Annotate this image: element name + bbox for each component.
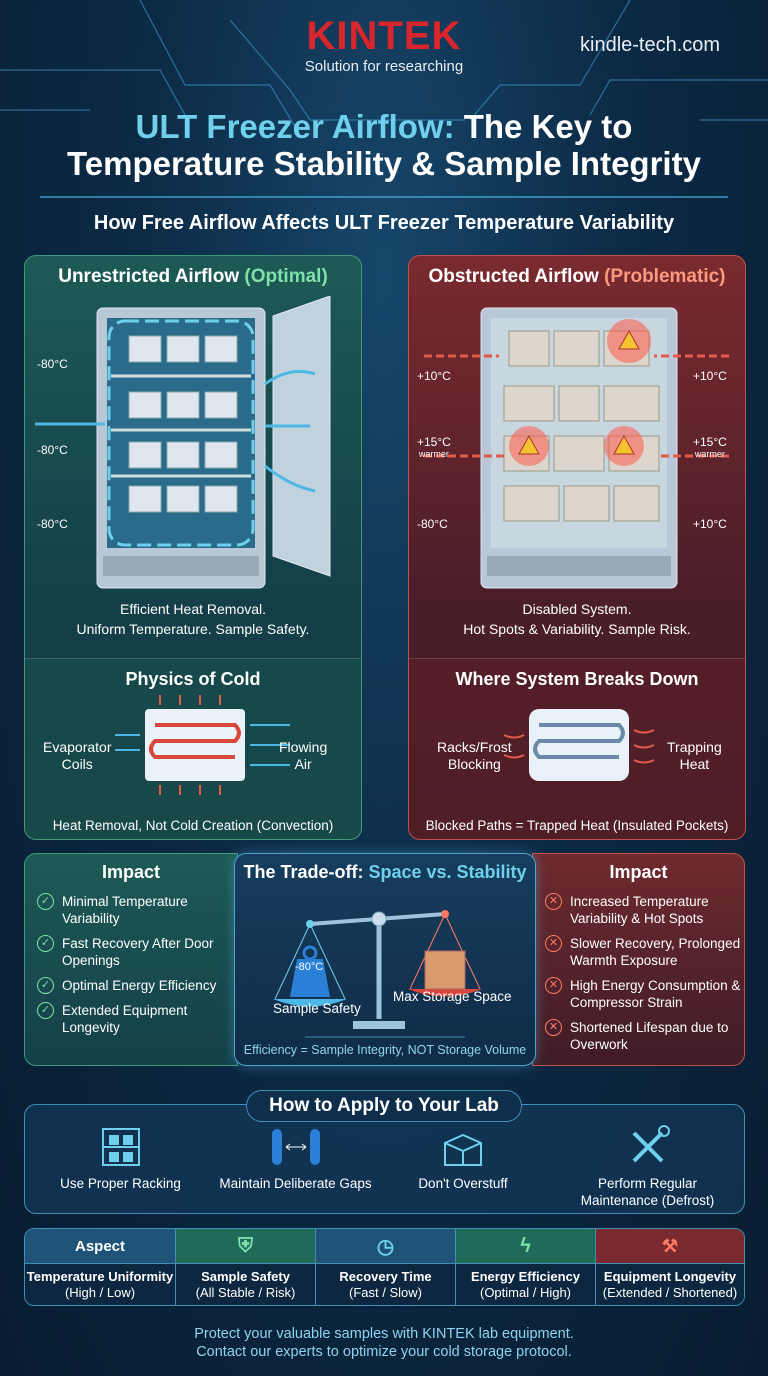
- evaporator-coil-icon: [115, 695, 290, 795]
- freezer-optimal-illustration: [35, 296, 331, 589]
- table-column: ⚒Equipment Longevity(Extended / Shortene…: [596, 1229, 744, 1305]
- apply-item: Don't Overstuff: [408, 1125, 518, 1192]
- frosted-coil-icon: [503, 709, 655, 781]
- table-column: ◷Recovery Time(Fast / Slow): [316, 1229, 456, 1305]
- apply-item: Maintain Deliberate Gaps: [213, 1125, 378, 1192]
- circuit-lines: [0, 0, 768, 198]
- kintek-logo: KINTEK Solution for researching: [304, 14, 464, 75]
- weight-label: -80°C: [295, 961, 324, 973]
- list-item: ✓Extended Equipment Longevity: [37, 1002, 237, 1036]
- overstuffed-box-icon: [444, 1133, 482, 1166]
- x-circle-icon: ✕: [545, 977, 562, 994]
- list-item: ✕Slower Recovery, Prolonged Warmth Expos…: [545, 935, 744, 969]
- temp-readout: +10°C: [693, 517, 727, 531]
- website-link[interactable]: kindle-tech.com: [580, 34, 721, 56]
- section-title: How to Apply to Your Lab: [246, 1090, 522, 1122]
- tools-icon: ⚒: [661, 1235, 679, 1256]
- panel-caption: Disabled System.Hot Spots & Variability.…: [463, 601, 691, 637]
- panel-title: Obstructed Airflow (Problematic): [428, 266, 726, 287]
- impact-bad-box: Impact ✕Increased Temperature Variabilit…: [532, 853, 745, 1066]
- page-title: ULT Freezer Airflow: The Key to Temperat…: [67, 108, 701, 182]
- clock-icon: ◷: [376, 1235, 395, 1258]
- temp-readout: -80°C: [417, 517, 448, 531]
- apply-item: Perform Regular Maintenance (Defrost): [570, 1125, 725, 1209]
- balance-scale-icon: [273, 910, 482, 1038]
- table-column: ⛨Sample Safety(All Stable / Risk): [176, 1229, 316, 1305]
- temp-readout: -80°C: [37, 517, 68, 531]
- wrench-screwdriver-icon: [632, 1125, 670, 1163]
- check-icon: ✓: [37, 977, 54, 994]
- subtitle: How Free Airflow Affects ULT Freezer Tem…: [93, 212, 675, 234]
- vial-gap-icon: [271, 1129, 320, 1165]
- check-icon: ✓: [37, 935, 54, 952]
- temp-readout: +10°C: [417, 369, 451, 383]
- shield-check-icon: ⛨: [238, 1234, 253, 1257]
- check-icon: ✓: [37, 893, 54, 910]
- racking-icon: [101, 1128, 140, 1166]
- temp-readout: -80°C: [37, 357, 68, 371]
- check-icon: ✓: [37, 1002, 54, 1019]
- list-item: ✕High Energy Consumption & Compressor St…: [545, 977, 744, 1011]
- list-item: ✓Minimal Temperature Variability: [37, 893, 237, 927]
- freezer-obstructed-illustration: [424, 307, 729, 589]
- obstructed-airflow-panel: Obstructed Airflow (Problematic) +10°C +…: [408, 255, 746, 840]
- list-item: ✓Fast Recovery After Door Openings: [37, 935, 237, 969]
- list-item: ✕Increased Temperature Variability & Hot…: [545, 893, 744, 927]
- x-circle-icon: ✕: [545, 893, 562, 910]
- apply-item: Use Proper Racking: [53, 1125, 188, 1192]
- list-item: ✓Optimal Energy Efficiency: [37, 977, 237, 994]
- tradeoff-box: The Trade-off: Space vs. Stability -80°C…: [234, 853, 536, 1066]
- x-circle-icon: ✕: [545, 1019, 562, 1036]
- panel-title: Unrestricted Airflow (Optimal): [58, 266, 328, 287]
- list-item: ✕Shortened Lifespan due to Overwork: [545, 1019, 744, 1053]
- panel-caption: Efficient Heat Removal.Uniform Temperatu…: [76, 601, 310, 637]
- footer-cta: Protect your valuable samples with KINTE…: [194, 1326, 574, 1360]
- temp-readout: +10°C: [693, 369, 727, 383]
- how-to-apply-section: Use Proper Racking Maintain Deliberate G…: [24, 1104, 745, 1214]
- impact-good-box: Impact ✓Minimal Temperature Variability …: [24, 853, 238, 1066]
- lightning-icon: ϟ: [520, 1234, 531, 1257]
- x-circle-icon: ✕: [545, 935, 562, 952]
- temp-readout: -80°C: [37, 443, 68, 457]
- unrestricted-airflow-panel: Unrestricted Airflow (Optimal) -80°C -80…: [24, 255, 362, 840]
